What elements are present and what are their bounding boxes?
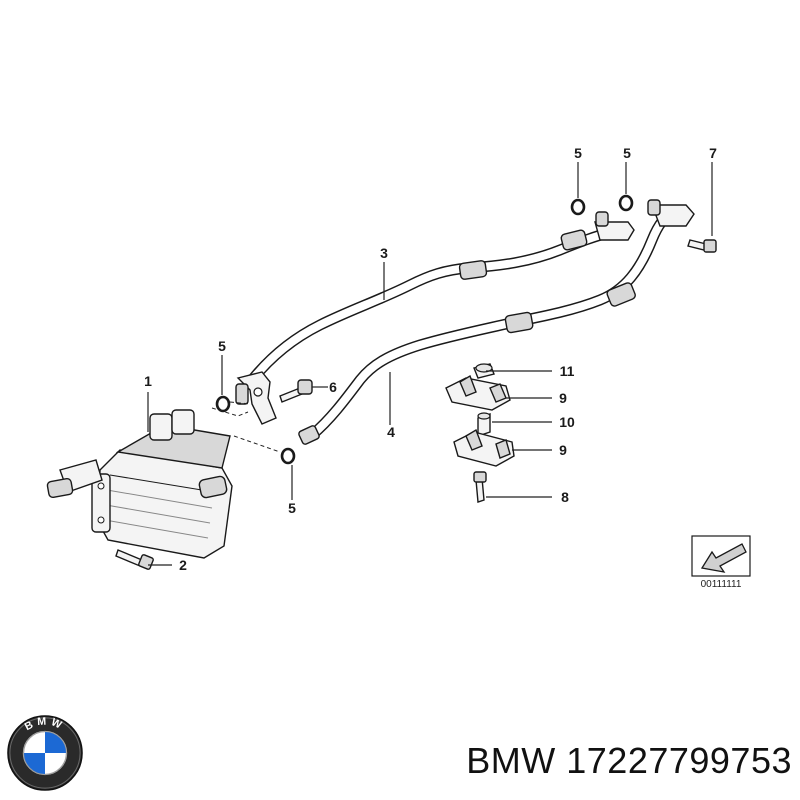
clamp-assembly bbox=[445, 363, 515, 503]
bolt-7 bbox=[687, 239, 717, 253]
callout-10: 10 bbox=[559, 414, 575, 430]
reference-box: 00111111 bbox=[691, 535, 751, 590]
hose-bracket bbox=[235, 371, 277, 425]
oil-cooler bbox=[46, 409, 233, 559]
bolt-2 bbox=[115, 549, 154, 570]
callout-11: 11 bbox=[560, 363, 575, 379]
callout-7: 7 bbox=[709, 145, 717, 161]
callout-8: 8 bbox=[561, 489, 569, 505]
hose-4 bbox=[298, 199, 695, 445]
bolt-6 bbox=[279, 379, 313, 403]
arrow-down-left-icon bbox=[700, 543, 747, 573]
callout-5: 5 bbox=[288, 500, 296, 516]
callout-labels: 1 2 3 4 5 5 5 5 6 7 8 9 9 10 11 bbox=[144, 145, 717, 573]
leader-lines bbox=[147, 162, 713, 566]
callout-9: 9 bbox=[559, 442, 567, 458]
callout-5: 5 bbox=[574, 145, 582, 161]
callout-5: 5 bbox=[218, 338, 226, 354]
callout-4: 4 bbox=[387, 424, 395, 440]
hose-3 bbox=[246, 211, 635, 386]
bmw-roundel-logo: BMW bbox=[7, 715, 83, 791]
callout-9: 9 bbox=[559, 390, 567, 406]
callout-1: 1 bbox=[144, 373, 152, 389]
svg-text:BMW: BMW bbox=[23, 715, 67, 733]
part-caption: BMW 17227799753 bbox=[466, 740, 792, 781]
callout-5: 5 bbox=[623, 145, 631, 161]
callout-3: 3 bbox=[380, 245, 388, 261]
callout-6: 6 bbox=[329, 379, 337, 395]
reference-code: 00111111 bbox=[701, 579, 742, 590]
o-ring bbox=[215, 194, 634, 465]
callout-2: 2 bbox=[179, 557, 187, 573]
